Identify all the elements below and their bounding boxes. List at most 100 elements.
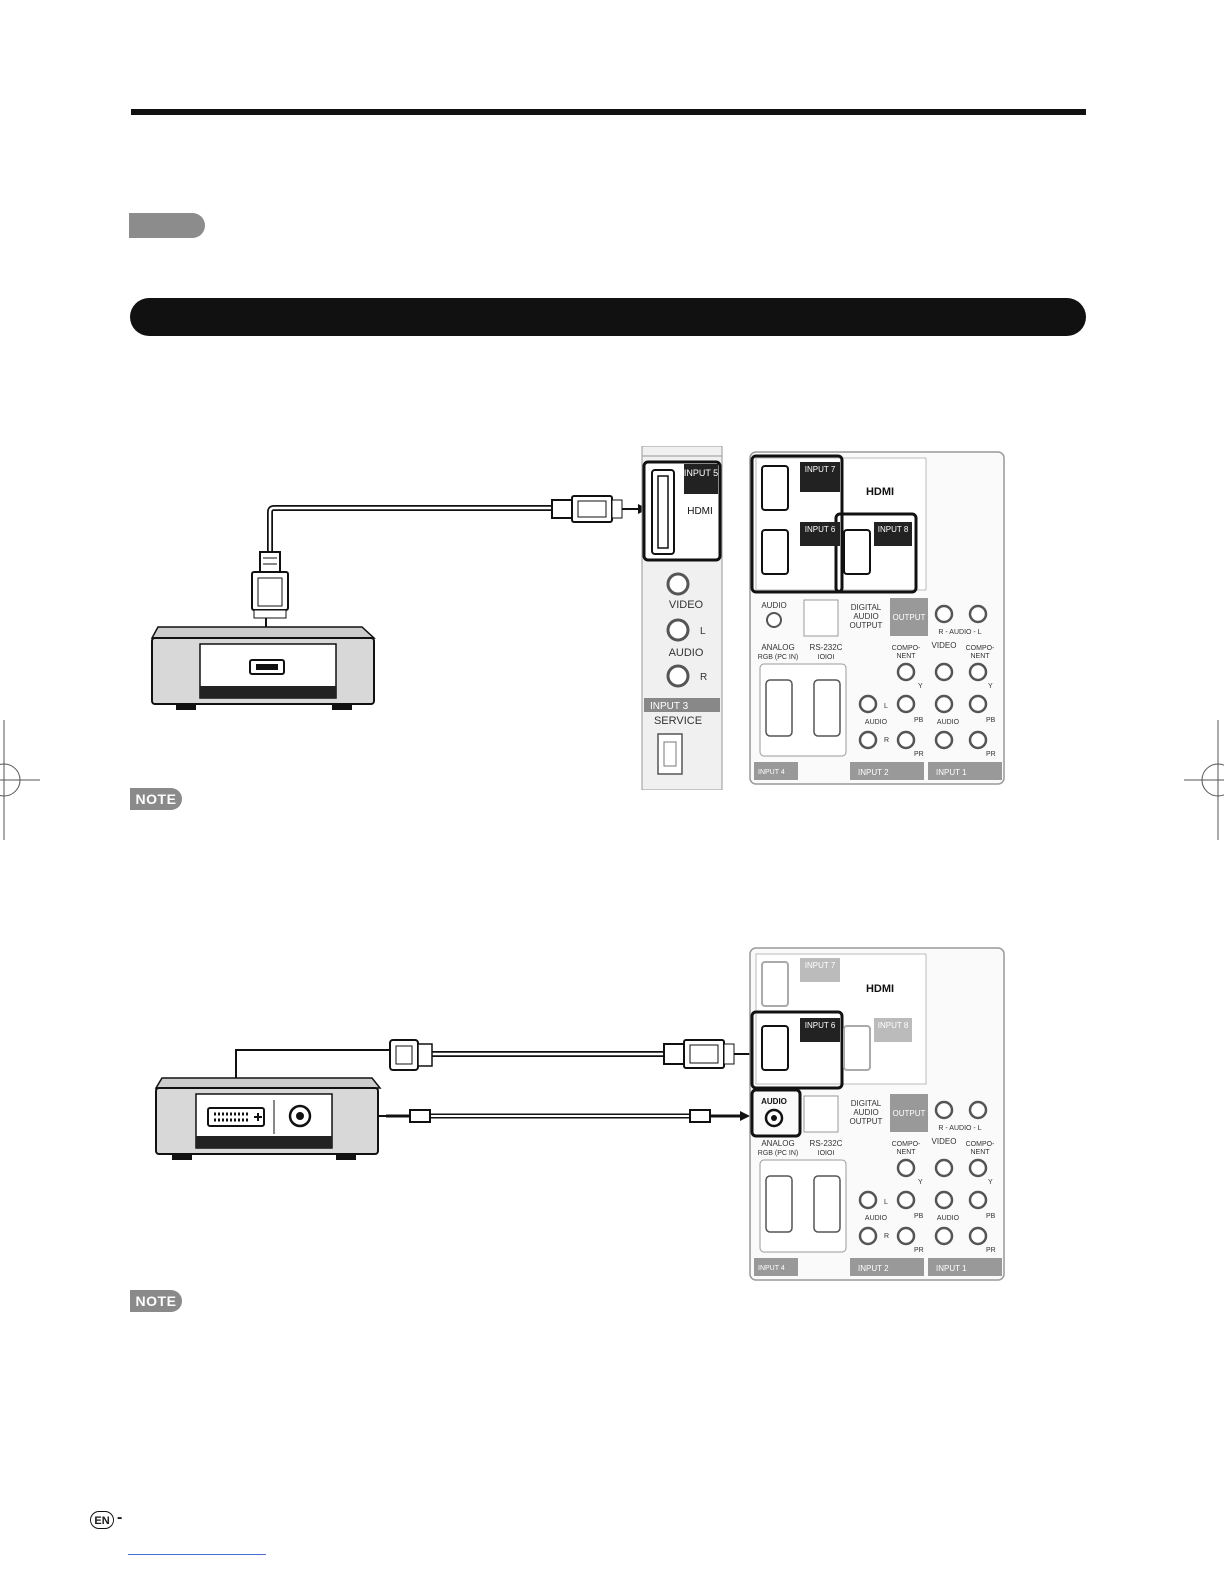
svg-text:PB: PB bbox=[986, 1213, 996, 1220]
dvi-plug bbox=[389, 1039, 433, 1071]
svg-text:R: R bbox=[700, 672, 707, 683]
hdmi-connection-diagram bbox=[150, 495, 648, 710]
crop-mark-left bbox=[0, 720, 40, 840]
svg-text:OUTPUT: OUTPUT bbox=[893, 1109, 926, 1118]
svg-text:IOIOI: IOIOI bbox=[818, 1150, 835, 1157]
hdmi-group-highlight bbox=[750, 454, 844, 594]
svg-text:L: L bbox=[884, 703, 888, 710]
svg-text:Y: Y bbox=[988, 1179, 993, 1186]
svg-text:PR: PR bbox=[914, 1247, 924, 1254]
svg-text:AUDIO: AUDIO bbox=[761, 1097, 787, 1106]
step-badge bbox=[129, 213, 205, 238]
audio-plug-left bbox=[386, 1109, 431, 1123]
section-title-bar bbox=[130, 298, 1086, 336]
svg-text:DIGITAL: DIGITAL bbox=[851, 603, 882, 612]
svg-text:COMPO-: COMPO- bbox=[892, 645, 921, 652]
side-input-panel: INPUT 5 HDMI VIDEO L AUDIO R INPUT 3 SER… bbox=[641, 446, 723, 790]
crop-mark-right bbox=[1184, 720, 1224, 840]
svg-text:AUDIO: AUDIO bbox=[669, 647, 704, 659]
svg-text:HDMI: HDMI bbox=[866, 486, 894, 498]
svg-text:PB: PB bbox=[914, 1213, 924, 1220]
svg-text:NENT: NENT bbox=[970, 1149, 990, 1156]
svg-text:RS-232C: RS-232C bbox=[810, 1139, 843, 1148]
svg-text:OUTPUT: OUTPUT bbox=[850, 621, 883, 630]
hdmi-source-device bbox=[150, 626, 376, 710]
svg-text:AUDIO: AUDIO bbox=[865, 719, 888, 726]
svg-text:PB: PB bbox=[986, 717, 996, 724]
svg-text:HDMI: HDMI bbox=[866, 983, 894, 995]
svg-text:INPUT 8: INPUT 8 bbox=[878, 525, 909, 534]
hdmi-plug-vertical bbox=[251, 551, 289, 619]
svg-text:INPUT 3: INPUT 3 bbox=[650, 701, 689, 712]
svg-text:NENT: NENT bbox=[896, 653, 916, 660]
svg-text:L: L bbox=[884, 1199, 888, 1206]
svg-text:AUDIO: AUDIO bbox=[937, 719, 960, 726]
rear-panel-1: INPUT 7 INPUT 6 INPUT 8 HDMI AUDIO DIGIT… bbox=[749, 451, 1005, 785]
svg-text:VIDEO: VIDEO bbox=[932, 641, 957, 650]
svg-text:PR: PR bbox=[986, 1247, 996, 1254]
svg-text:Y: Y bbox=[988, 683, 993, 690]
svg-text:INPUT 4: INPUT 4 bbox=[758, 769, 785, 776]
page-number-dash: - bbox=[117, 1509, 123, 1526]
hdmi-cable bbox=[268, 506, 560, 558]
audio-highlight bbox=[750, 1088, 802, 1138]
svg-text:AUDIO: AUDIO bbox=[853, 612, 878, 621]
svg-text:NENT: NENT bbox=[896, 1149, 916, 1156]
svg-text:RGB (PC IN): RGB (PC IN) bbox=[758, 1150, 798, 1157]
svg-text:INPUT 1: INPUT 1 bbox=[936, 1264, 967, 1273]
audio-plug-right bbox=[689, 1109, 740, 1123]
svg-text:PB: PB bbox=[914, 717, 924, 724]
svg-text:PR: PR bbox=[986, 751, 996, 758]
language-badge: EN bbox=[90, 1511, 114, 1529]
note-badge: NOTE bbox=[130, 1290, 182, 1312]
svg-text:AUDIO: AUDIO bbox=[937, 1215, 960, 1222]
hdmi-plug-horizontal bbox=[551, 495, 623, 523]
svg-text:INPUT 4: INPUT 4 bbox=[758, 1265, 785, 1272]
svg-text:OUTPUT: OUTPUT bbox=[850, 1117, 883, 1126]
svg-text:IOIOI: IOIOI bbox=[818, 654, 835, 661]
svg-text:VIDEO: VIDEO bbox=[669, 599, 704, 611]
svg-text:INPUT 7: INPUT 7 bbox=[805, 465, 836, 474]
svg-text:INPUT 8: INPUT 8 bbox=[878, 1021, 909, 1030]
svg-text:ANALOG: ANALOG bbox=[761, 643, 794, 652]
svg-text:INPUT 6: INPUT 6 bbox=[805, 1021, 836, 1030]
svg-text:SERVICE: SERVICE bbox=[654, 715, 702, 727]
svg-text:VIDEO: VIDEO bbox=[932, 1137, 957, 1146]
input6-highlight bbox=[750, 1010, 844, 1090]
svg-text:AUDIO: AUDIO bbox=[761, 601, 786, 610]
svg-text:PR: PR bbox=[914, 751, 924, 758]
svg-text:NENT: NENT bbox=[970, 653, 990, 660]
svg-text:ANALOG: ANALOG bbox=[761, 1139, 794, 1148]
dvi-connection-diagram bbox=[154, 1039, 760, 1160]
svg-text:INPUT 2: INPUT 2 bbox=[858, 768, 889, 777]
svg-text:AUDIO: AUDIO bbox=[865, 1215, 888, 1222]
svg-text:COMPO-: COMPO- bbox=[966, 645, 995, 652]
svg-text:R: R bbox=[884, 1233, 889, 1240]
svg-text:R - AUDIO - L: R - AUDIO - L bbox=[938, 1125, 981, 1132]
svg-text:RGB (PC IN): RGB (PC IN) bbox=[758, 654, 798, 661]
svg-text:INPUT 6: INPUT 6 bbox=[805, 525, 836, 534]
svg-text:INPUT 1: INPUT 1 bbox=[936, 768, 967, 777]
svg-text:COMPO-: COMPO- bbox=[892, 1141, 921, 1148]
dvi-source-device bbox=[154, 1077, 382, 1160]
svg-text:AUDIO: AUDIO bbox=[853, 1108, 878, 1117]
svg-text:RS-232C: RS-232C bbox=[810, 643, 843, 652]
rear-panel-2: INPUT 7 HDMI INPUT 6 INPUT 8 AUDIO DIGIT… bbox=[749, 947, 1005, 1281]
svg-text:L: L bbox=[700, 626, 706, 637]
hdmi-cable-outline bbox=[267, 505, 560, 558]
svg-text:INPUT 7: INPUT 7 bbox=[805, 961, 836, 970]
svg-text:OUTPUT: OUTPUT bbox=[893, 613, 926, 622]
svg-text:DIGITAL: DIGITAL bbox=[851, 1099, 882, 1108]
hdmi-plug-diagram2 bbox=[663, 1039, 735, 1069]
svg-text:INPUT 5: INPUT 5 bbox=[684, 468, 718, 478]
footer-link-rule bbox=[128, 1554, 266, 1555]
svg-text:INPUT 2: INPUT 2 bbox=[858, 1264, 889, 1273]
note-badge: NOTE bbox=[130, 788, 182, 810]
svg-text:Y: Y bbox=[918, 683, 923, 690]
svg-text:R: R bbox=[884, 737, 889, 744]
svg-text:R - AUDIO - L: R - AUDIO - L bbox=[938, 629, 981, 636]
header-rule bbox=[131, 109, 1086, 115]
svg-text:HDMI: HDMI bbox=[687, 506, 713, 517]
svg-text:COMPO-: COMPO- bbox=[966, 1141, 995, 1148]
svg-text:Y: Y bbox=[918, 1179, 923, 1186]
